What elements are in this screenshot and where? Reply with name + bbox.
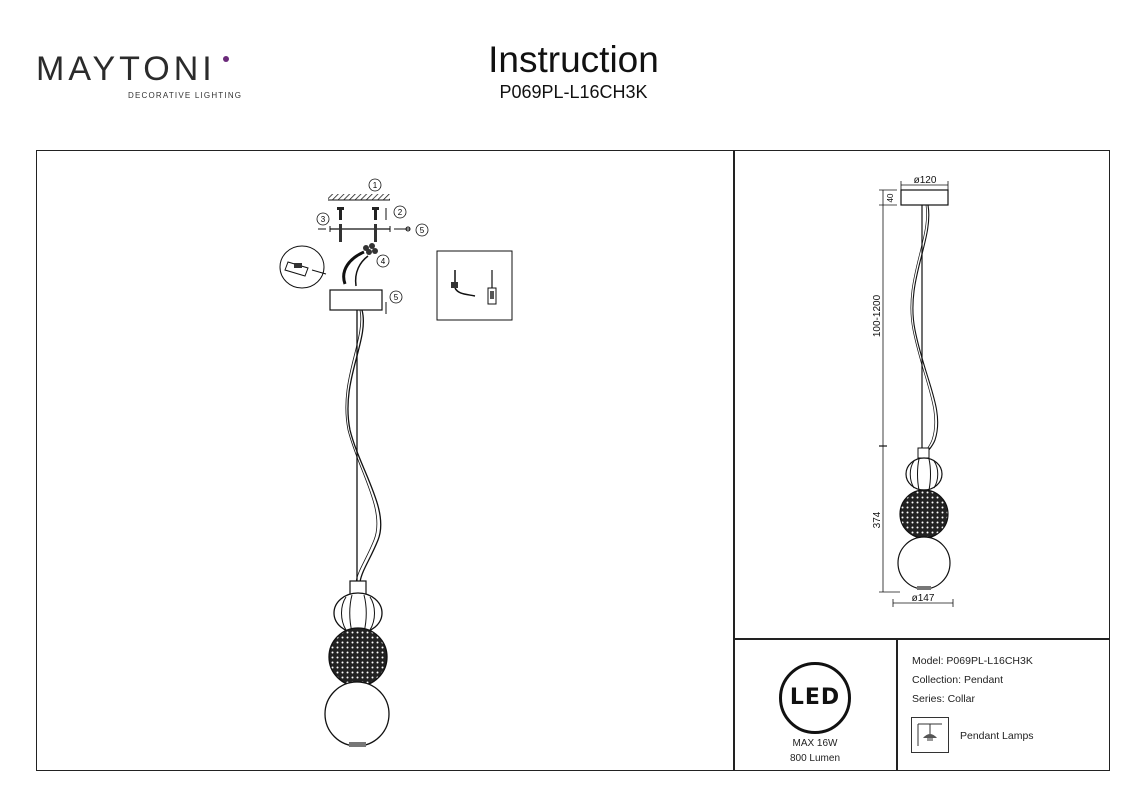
spec-power: MAX 16W bbox=[792, 738, 838, 749]
brand-tagline: DECORATIVE LIGHTING bbox=[128, 91, 243, 100]
callout-4: 4 bbox=[381, 257, 386, 266]
frame-divider-vertical bbox=[733, 150, 735, 771]
crystal-shade bbox=[328, 627, 388, 687]
canopy-side bbox=[900, 189, 949, 206]
led-badge-icon bbox=[779, 662, 851, 734]
info-model: Model: P069PL-L16CH3K bbox=[912, 655, 1033, 667]
instruction-frame bbox=[36, 150, 1110, 771]
detail-box bbox=[436, 250, 513, 321]
info-collection: Collection: Pendant bbox=[912, 674, 1004, 686]
callout-1: 1 bbox=[373, 181, 378, 190]
terminal-block bbox=[363, 243, 378, 255]
callout-3: 3 bbox=[321, 215, 326, 224]
led-label: LED bbox=[789, 685, 841, 710]
screw-right bbox=[372, 207, 379, 220]
brand-name: MAYTONI bbox=[36, 50, 216, 88]
callout-markers: 1 2 3 4 5 5 bbox=[316, 178, 429, 304]
callout-2: 2 bbox=[398, 208, 403, 217]
callout-5b: 5 bbox=[394, 293, 399, 302]
model-code: P069PL-L16CH3K bbox=[499, 82, 648, 102]
spec-lumen: 800 Lumen bbox=[789, 753, 841, 764]
ceiling-hatch bbox=[328, 194, 390, 200]
pendant-lamp-icon bbox=[911, 717, 949, 753]
info-type: Pendant Lamps bbox=[960, 730, 1034, 742]
info-series: Series: Collar bbox=[912, 693, 976, 705]
frame-divider-info bbox=[896, 638, 898, 771]
screw-left bbox=[337, 207, 344, 220]
dim-shade-diameter: ø147 bbox=[912, 593, 935, 604]
page-title: Instruction bbox=[488, 39, 659, 80]
dim-shade-height: 374 bbox=[872, 511, 883, 528]
logo-accent-dot bbox=[223, 56, 229, 62]
dim-cable-length: 100-1200 bbox=[872, 294, 883, 337]
dimension-drawing: ø120 40 100-1200 374 ø147 bbox=[872, 175, 954, 607]
dim-canopy-diameter: ø120 bbox=[914, 175, 937, 186]
callout-5a: 5 bbox=[420, 226, 425, 235]
opal-shade bbox=[324, 681, 390, 747]
brand-logo: MAYTONI DECORATIVE LIGHTING bbox=[36, 50, 241, 100]
frame-divider-horizontal bbox=[733, 638, 1110, 640]
canopy bbox=[329, 289, 383, 311]
power-wire bbox=[347, 309, 382, 583]
assembly-drawing bbox=[279, 194, 411, 747]
dim-canopy-height: 40 bbox=[886, 193, 895, 202]
